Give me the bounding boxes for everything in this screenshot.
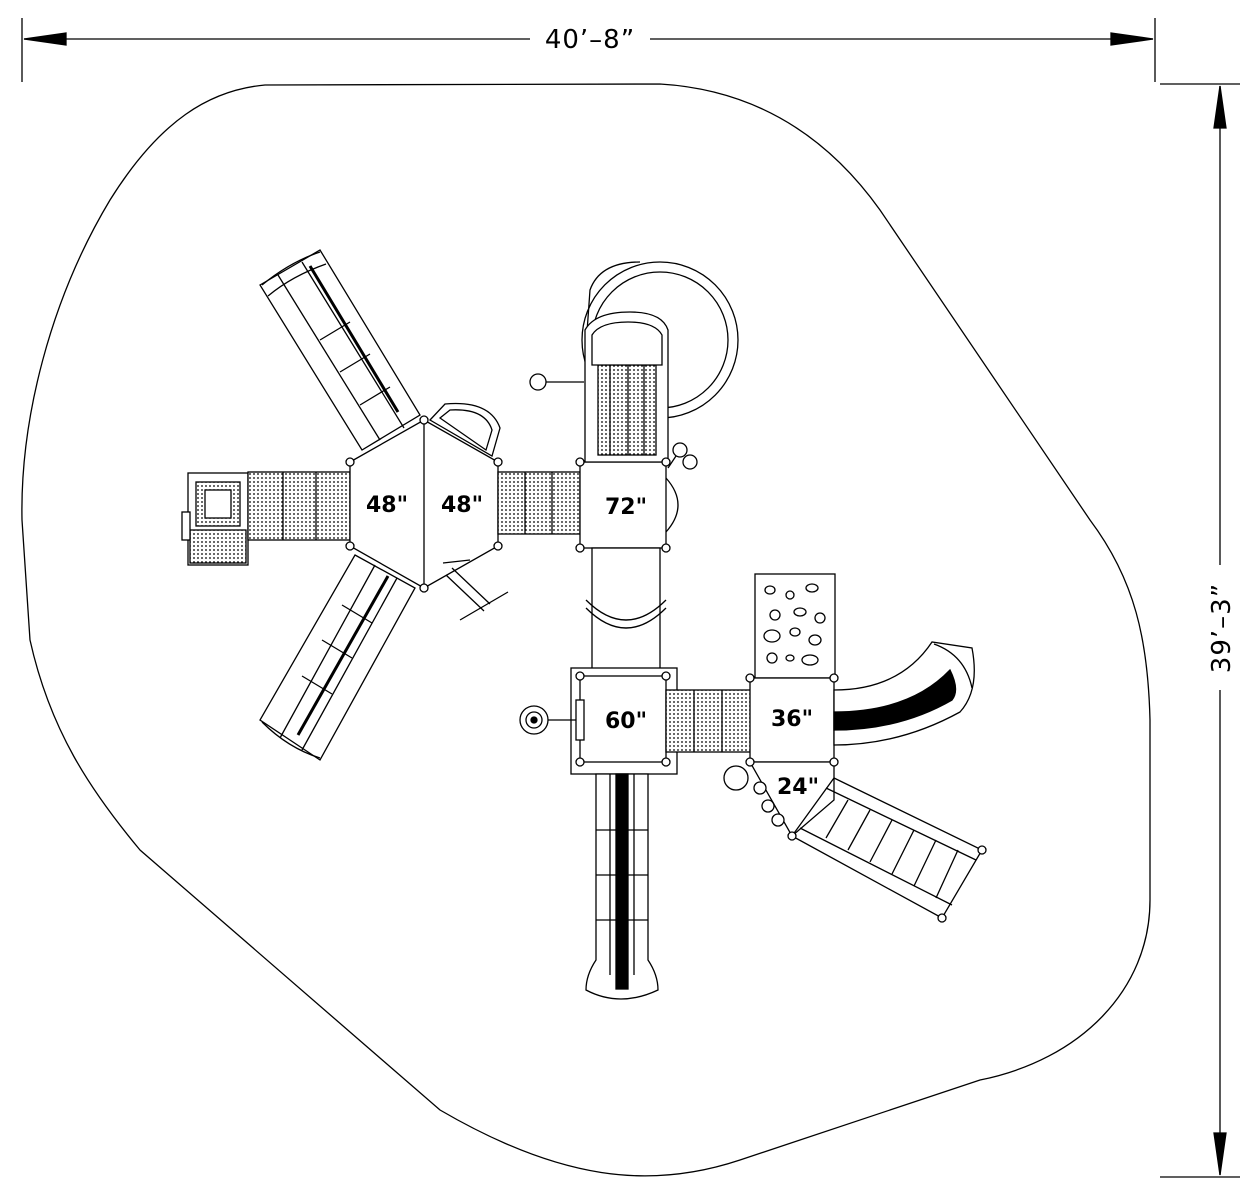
deck-top-label: 72" <box>605 495 647 520</box>
bubble-panel <box>665 477 679 533</box>
deck-center-square <box>570 667 678 775</box>
arrow-left-icon <box>23 32 67 46</box>
binoculars-icon <box>667 442 698 470</box>
width-dimension-label: 40’–8” <box>545 25 635 55</box>
deck-left-b-label: 48" <box>441 493 483 518</box>
bridge-right <box>665 689 753 753</box>
deck-left-a-label: 48" <box>366 493 408 518</box>
use-zone-boundary <box>21 83 1151 1177</box>
panel-top-hexagon <box>428 402 501 457</box>
depth-dimension <box>1160 83 1240 1178</box>
spinner-panel-left <box>519 699 585 741</box>
bridge-left <box>247 471 351 541</box>
deck-top-square <box>579 461 667 549</box>
deck-step-label: 24" <box>777 775 819 800</box>
crawl-tunnel-left <box>181 472 249 566</box>
grab-bar-top <box>529 373 584 391</box>
width-dimension <box>21 18 1156 82</box>
slide-upper-left <box>259 249 421 451</box>
rock-climbing-wall <box>754 573 836 679</box>
posts <box>345 415 987 923</box>
slide-bottom <box>585 773 659 1000</box>
arrow-down-icon <box>1213 1132 1227 1176</box>
arrow-right-icon <box>1110 32 1154 46</box>
deck-step-triangle <box>723 761 835 838</box>
spinner-bottom-hexagon <box>442 559 509 621</box>
deck-right-square <box>749 677 835 763</box>
tube-connector <box>585 547 667 671</box>
deck-right-label: 36" <box>771 707 813 732</box>
climber-top <box>584 311 669 463</box>
slide-lower-left <box>259 554 416 761</box>
depth-dimension-label: 39’–3” <box>1207 583 1237 673</box>
deck-center-label: 60" <box>605 709 647 734</box>
arrow-up-icon <box>1213 85 1227 129</box>
bridge-middle <box>497 471 581 535</box>
slide-right-curved <box>833 641 975 746</box>
